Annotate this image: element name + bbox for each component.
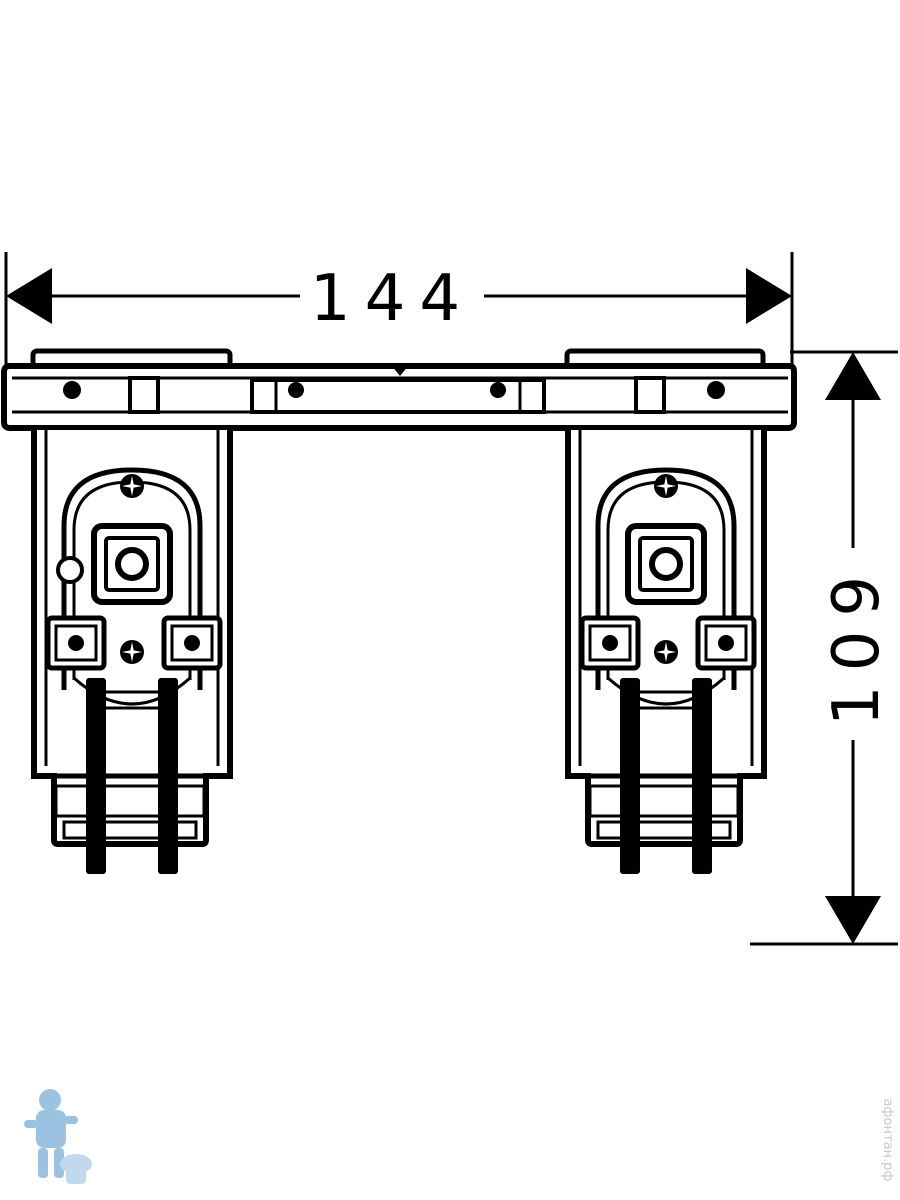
watermark-site-text: афонтан.рф xyxy=(880,1098,895,1181)
width-arrow-right xyxy=(746,268,792,324)
mounting-rail xyxy=(1,348,797,431)
screw-icon xyxy=(288,382,304,398)
screw-icon xyxy=(63,381,81,399)
width-dimension: 144 xyxy=(4,252,794,372)
valve-body-left xyxy=(34,430,230,874)
height-arrow-bottom xyxy=(825,896,881,944)
plumber-mascot-logo xyxy=(24,1089,92,1184)
width-dimension-label: 144 xyxy=(310,262,474,336)
height-dimension-label: 109 xyxy=(820,562,894,726)
valve-body-right xyxy=(568,430,764,874)
width-arrow-left xyxy=(6,268,52,324)
height-arrow-top xyxy=(825,352,881,400)
screw-icon xyxy=(490,382,506,398)
height-dimension: 109 xyxy=(750,350,898,946)
screw-icon xyxy=(707,381,725,399)
vent-hole-left xyxy=(56,556,84,584)
